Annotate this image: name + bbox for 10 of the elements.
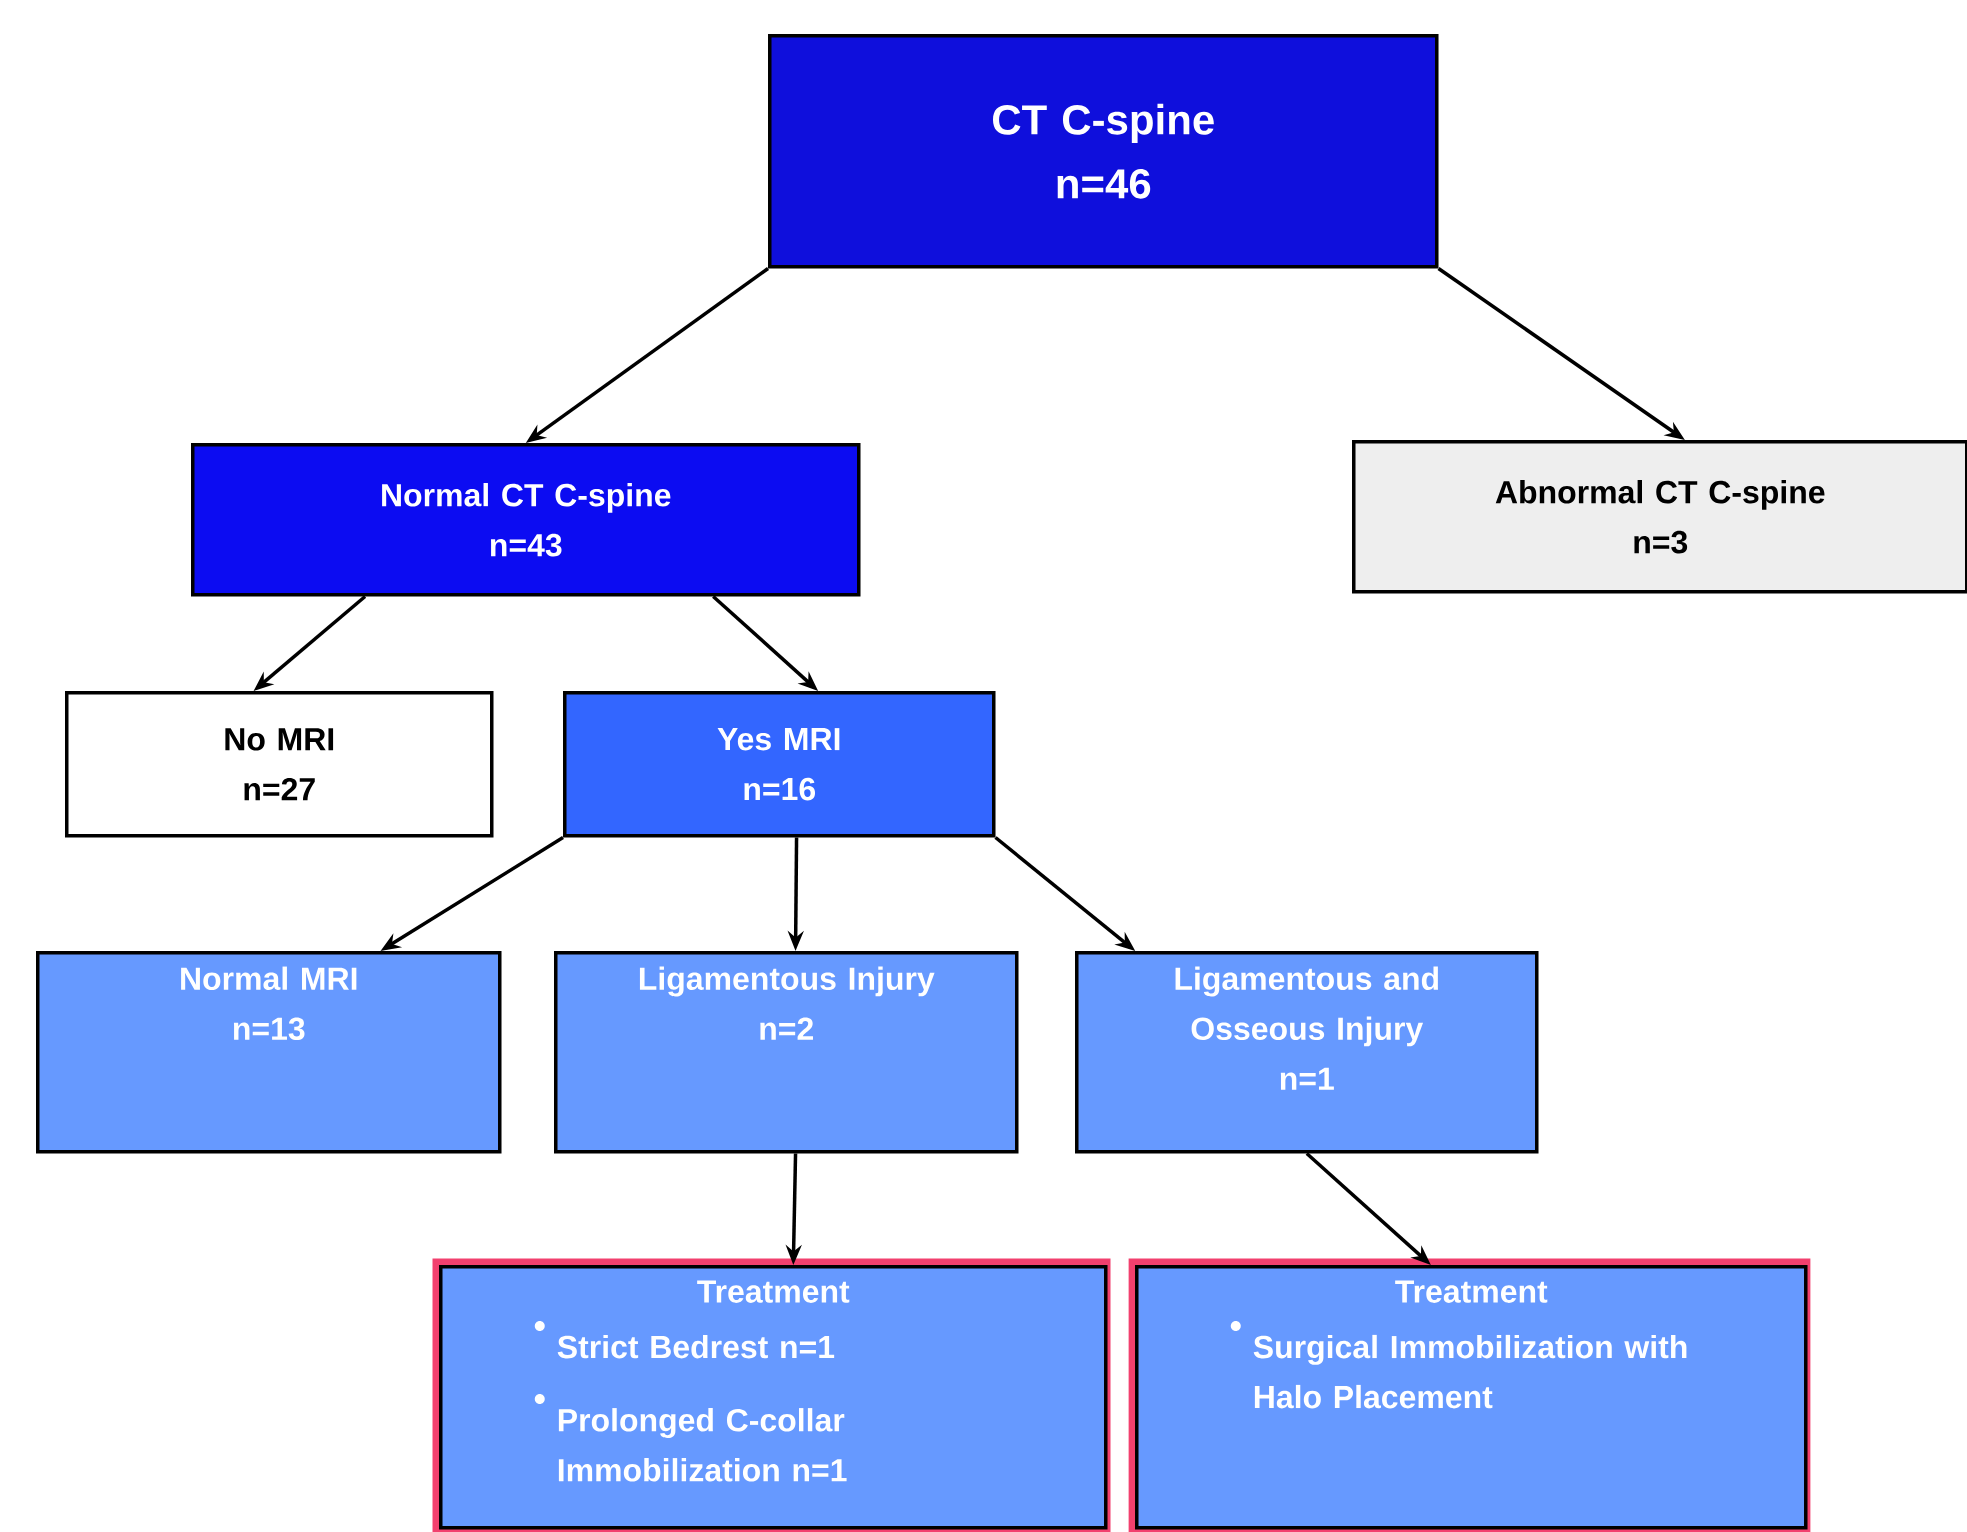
process-box: Abnormal CT C-spine n=3 bbox=[1352, 440, 1967, 594]
process-box: No MRI n=27 bbox=[65, 691, 494, 838]
result-box: Ligamentous and Osseous Injury n=1 bbox=[1075, 951, 1539, 1154]
process-box: Normal CT C-spine n=43 bbox=[191, 443, 861, 597]
treatment-box: Treatment Surgical Immobilization with Halo Placement bbox=[1128, 1258, 1811, 1532]
treatment-box: Treatment Strict Bedrest n=1 Prolonged C-collar Immobilization n=1 bbox=[432, 1258, 1111, 1532]
process-box: Yes MRI n=16 bbox=[563, 691, 996, 838]
result-box: Ligamentous Injury n=2 bbox=[554, 951, 1019, 1154]
result-box: Normal MRI n=13 bbox=[36, 951, 502, 1154]
root-box: CT C-spine n=46 bbox=[768, 34, 1439, 269]
